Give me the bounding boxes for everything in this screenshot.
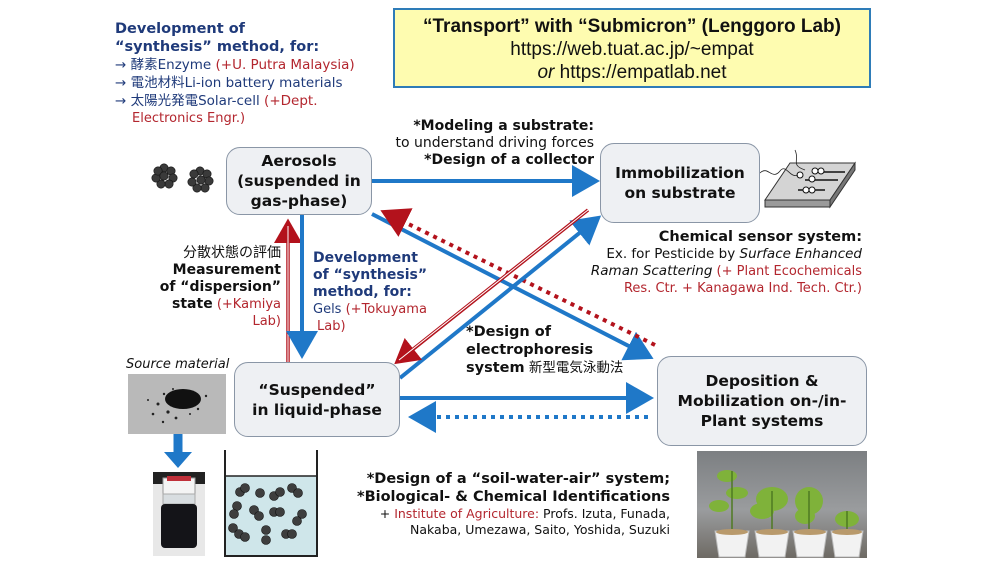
node-immobilization: Immobilization on substrate <box>600 143 760 223</box>
potted-plants-icon <box>709 470 864 558</box>
source-material-photo <box>128 374 226 434</box>
soil-system-line-2: *Biological- & Chemical Identifications <box>356 489 670 505</box>
dispersion-state: state <box>172 296 213 312</box>
node-aerosols-line: gas-phase) <box>250 192 348 210</box>
plants-photo <box>697 451 867 558</box>
node-aerosols-line: Aerosols <box>261 152 337 170</box>
soil-system-partner: Institute of Agriculture: <box>394 506 540 521</box>
synthesis-mid-line-1: Development <box>313 250 418 266</box>
synthesis-item-solar: → 太陽光発電Solar-cell (+Dept. <box>115 92 355 110</box>
synthesis-mid-line-3: method, for: <box>313 284 412 300</box>
modeling-line-3: *Design of a collector <box>424 152 594 168</box>
title-url-2-row: or https://empatlab.net <box>395 61 869 84</box>
arrow-right-icon: → <box>115 57 127 73</box>
dispersion-partner-1: (+Kamiya <box>212 297 281 312</box>
node-suspended-line: in liquid-phase <box>252 400 382 419</box>
soil-system-line-3: + Institute of Agriculture: Profs. Izuta… <box>330 506 670 522</box>
node-aerosols: Aerosols (suspended in gas-phase) <box>226 147 372 215</box>
electrophoresis-block: *Design of electrophoresis system 新型電気泳動… <box>466 323 623 377</box>
synthesis-item-battery: → 電池材料Li-ion battery materials <box>115 74 355 92</box>
synthesis-mid-partner-1: (+Tokuyama <box>341 302 427 317</box>
aerosol-particles-icon <box>151 163 214 193</box>
node-immobilization-line: on substrate <box>624 184 736 202</box>
dispersion-line-1: Measurement <box>172 262 281 278</box>
synthesis-item-partner: (+U. Putra Malaysia) <box>215 57 355 73</box>
arrow-right-icon: → <box>115 75 127 91</box>
chemical-sensor-line-3: Raman Scattering (+ Plant Ecochemicals <box>560 263 862 280</box>
dispersion-line-2: of “dispersion” <box>159 279 281 295</box>
node-deposition: Deposition & Mobilization on-/in- Plant … <box>657 356 867 446</box>
synthesis-item-partner: (+Dept. <box>264 93 318 109</box>
arrow-aerosols-to-deposition <box>371 212 654 361</box>
vial-photo <box>153 472 205 556</box>
title-url-1[interactable]: https://web.tuat.ac.jp/~empat <box>510 39 754 60</box>
synthesis-top-block: Development of “synthesis” method, for: … <box>115 20 355 128</box>
node-suspended: “Suspended” in liquid-phase <box>234 362 400 437</box>
soil-system-line-1: *Design of a “soil-water-air” system; <box>366 471 670 487</box>
chemical-sensor-line-2: Ex. for Pesticide by Surface Enhanced <box>560 246 862 263</box>
electrophoresis-line-3: system 新型電気泳動法 <box>466 359 623 377</box>
electrophoresis-line-1: *Design of <box>466 324 552 340</box>
source-material-caption: Source material <box>126 357 230 372</box>
synthesis-top-heading-1: Development of <box>115 21 245 37</box>
node-deposition-line: Plant systems <box>700 412 824 430</box>
chemical-sensor-sers-2: Raman Scattering <box>590 263 713 279</box>
node-deposition-line: Deposition & <box>705 372 819 390</box>
arrow-right-icon: → <box>115 93 127 109</box>
synthesis-item-text: 電池材料Li-ion battery materials <box>126 75 343 91</box>
title-or: or <box>537 62 555 83</box>
chemical-sensor-sers-1: Surface Enhanced <box>739 246 863 262</box>
dispersion-jp: 分散状態の評価 <box>183 245 281 261</box>
beaker-particles-icon <box>224 450 318 557</box>
synthesis-item-text: 太陽光発電Solar-cell <box>126 93 265 109</box>
synthesis-mid-gels-row: Gels (+Tokuyama <box>313 301 443 318</box>
electrophoresis-system: system <box>466 360 525 376</box>
synthesis-mid-gels: Gels <box>313 302 342 317</box>
black-powder-icon <box>147 388 208 424</box>
modeling-line-1: *Modeling a substrate: <box>413 118 594 134</box>
node-suspended-line: “Suspended” <box>258 380 376 399</box>
chemical-sensor-partner-2: Res. Ctr. + Kanagawa Ind. Tech. Ctr.) <box>623 281 862 296</box>
node-deposition-line: Mobilization on-/in- <box>677 392 847 410</box>
soil-system-block: *Design of a “soil-water-air” system; *B… <box>330 470 670 538</box>
title-box: “Transport” with “Submicron” (Lenggoro L… <box>393 8 871 88</box>
electrophoresis-jp: 新型電気泳動法 <box>524 360 624 376</box>
dispersion-partner-2: Lab) <box>252 314 281 329</box>
node-immobilization-line: Immobilization <box>615 164 745 182</box>
electrophoresis-line-2: electrophoresis <box>466 342 594 358</box>
synthesis-partner-cont: Electronics Engr.) <box>132 111 246 126</box>
vial-icon <box>153 472 205 548</box>
synthesis-top-heading-2: “synthesis” method, for: <box>115 39 320 55</box>
synthesis-mid-line-2: of “synthesis” <box>313 267 428 283</box>
modeling-line-2: to understand driving forces <box>395 135 594 151</box>
chemical-sensor-heading: Chemical sensor system: <box>658 229 862 245</box>
synthesis-mid-block: Development of “synthesis” method, for: … <box>313 250 443 335</box>
soil-system-profs-1: Profs. Izuta, Funada, <box>539 506 670 521</box>
node-aerosols-line: (suspended in <box>237 172 361 190</box>
chemical-sensor-block: Chemical sensor system: Ex. for Pesticid… <box>560 229 862 297</box>
chemical-sensor-partner-1: (+ Plant Ecochemicals <box>712 264 862 279</box>
title-url-2[interactable]: https://empatlab.net <box>554 62 727 83</box>
soil-system-line-4: Nakaba, Umezawa, Saito, Yoshida, Suzuki <box>410 522 670 537</box>
arrow-highlight <box>398 209 589 361</box>
arrow-suspended-to-immobilization <box>398 215 602 380</box>
dispersion-line-3: state (+Kamiya <box>140 296 281 313</box>
synthesis-item-enzyme: → 酵素Enzyme (+U. Putra Malaysia) <box>115 56 355 74</box>
dispersion-block: 分散状態の評価 Measurement of “dispersion” stat… <box>140 245 281 330</box>
synthesis-mid-partner-2: Lab) <box>317 319 346 334</box>
arrow-source-to-vial-head <box>164 452 192 468</box>
substrate-sensor-icon <box>760 149 856 209</box>
synthesis-item-text: 酵素Enzyme <box>126 57 216 73</box>
title-heading: “Transport” with “Submicron” (Lenggoro L… <box>423 16 841 37</box>
soil-system-plus: + <box>379 506 395 521</box>
chemical-sensor-prefix: Ex. for Pesticide by <box>606 246 740 262</box>
modeling-block: *Modeling a substrate: to understand dri… <box>380 118 594 169</box>
